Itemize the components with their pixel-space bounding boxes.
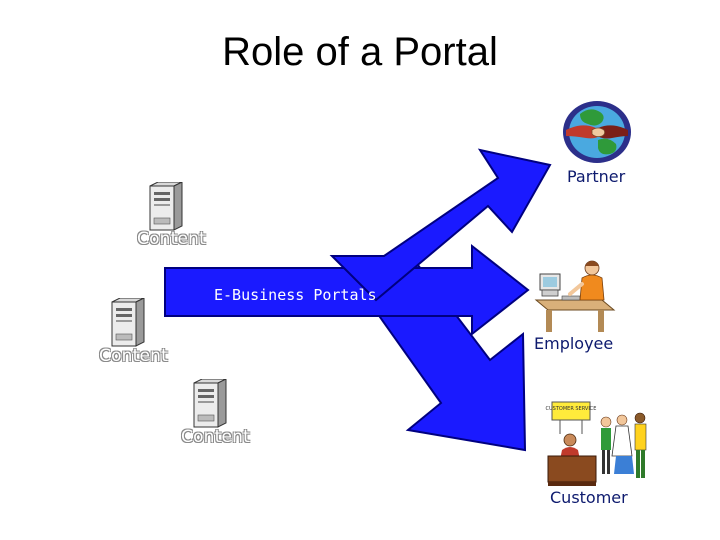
content-label-1: Content	[137, 229, 207, 249]
server-tower-icon	[111, 298, 145, 347]
office-worker-icon	[534, 260, 616, 332]
customer-sign-text: CUSTOMER SERVICE	[546, 406, 597, 412]
server-tower-icon	[149, 182, 183, 231]
arrow-to-employee	[164, 243, 530, 337]
page-title: Role of a Portal	[222, 30, 498, 74]
partner-label: Partner	[567, 167, 626, 186]
content-label-2: Content	[99, 346, 169, 366]
handshake-globe-icon	[563, 101, 631, 163]
customer-label: Customer	[550, 488, 628, 507]
content-label-3: Content	[181, 427, 251, 447]
customer-service-icon: CUSTOMER SERVICE	[546, 401, 647, 486]
employee-label: Employee	[534, 334, 614, 353]
server-tower-icon	[193, 379, 227, 428]
arrow-to-partner	[329, 148, 552, 302]
portal-label: E-Business Portals	[214, 286, 377, 304]
